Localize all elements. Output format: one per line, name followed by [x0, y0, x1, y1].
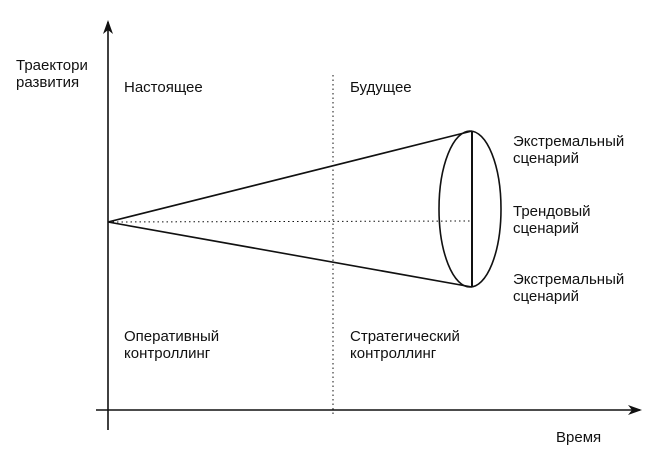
- y-axis-label-line-2: развития: [16, 74, 80, 91]
- y-axis-label-line-1: Траектори: [16, 57, 88, 74]
- y-axis-label: Траектори развития: [16, 57, 88, 91]
- period-present-label: Настоящее: [124, 79, 203, 96]
- trend-scenario-line-2: сценарий: [513, 220, 579, 237]
- extreme-scenario-top-line-1: Экстремальный: [513, 133, 625, 150]
- operational-controlling-line-1: Оперативный: [124, 328, 220, 345]
- trend-trajectory: [107, 220, 471, 223]
- extreme-scenario-bottom-line-1: Экстремальный: [513, 271, 625, 288]
- extreme-scenario-bottom-line-2: сценарий: [513, 288, 579, 305]
- upper-extreme-trajectory: [107, 130, 473, 223]
- trend-scenario-line-1: Трендовый: [513, 203, 591, 220]
- operational-controlling-label: Оперативный контроллинг: [124, 328, 219, 362]
- extreme-scenario-top-label: Экстремальный сценарий: [513, 133, 624, 167]
- x-axis-label: Время: [556, 429, 602, 446]
- trend-scenario-label: Трендовый сценарий: [513, 203, 591, 237]
- scenario-ellipse: [438, 130, 502, 288]
- strategic-controlling-line-2: контроллинг: [350, 345, 437, 362]
- extreme-scenario-bottom-label: Экстремальный сценарий: [513, 271, 624, 305]
- extreme-scenario-top-line-2: сценарий: [513, 150, 579, 167]
- period-future-label: Будущее: [350, 79, 412, 96]
- operational-controlling-line-2: контроллинг: [124, 345, 211, 362]
- strategic-controlling-line-1: Стратегический: [350, 328, 460, 345]
- strategic-controlling-label: Стратегический контроллинг: [350, 328, 460, 362]
- lower-extreme-trajectory: [107, 221, 473, 288]
